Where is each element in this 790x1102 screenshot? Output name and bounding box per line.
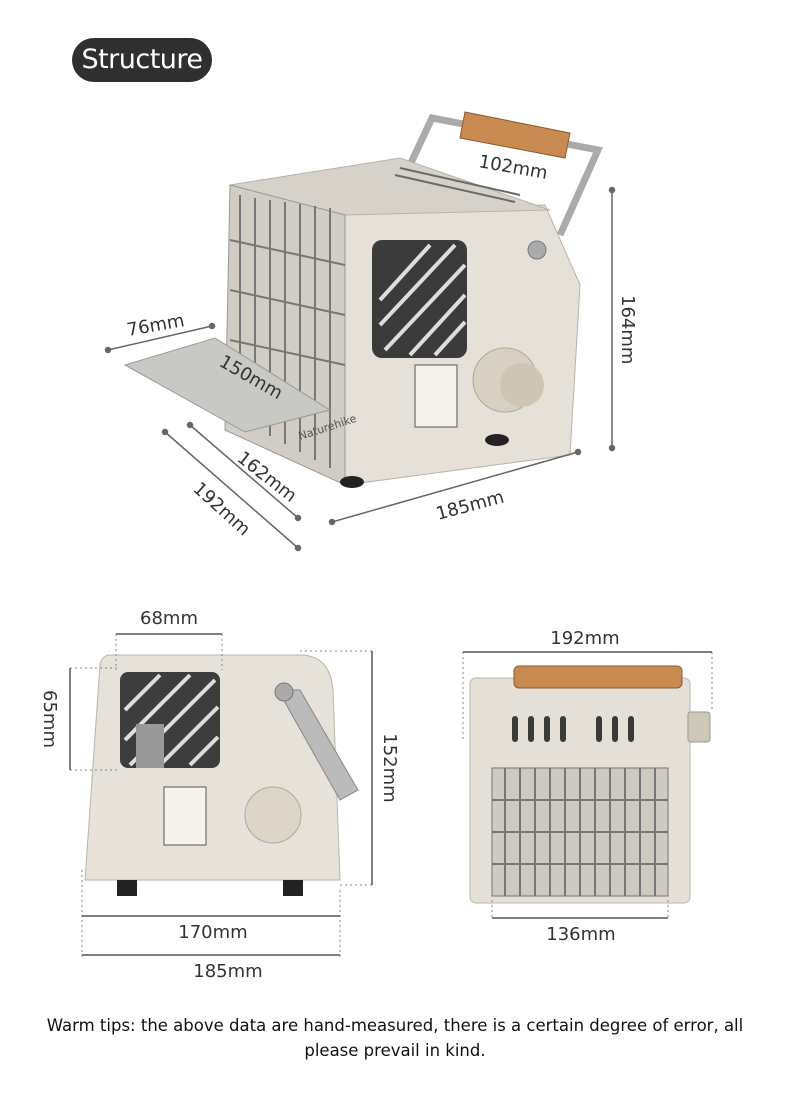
control-knob — [687, 711, 711, 743]
side-window — [372, 240, 467, 358]
foot — [283, 880, 303, 896]
foot — [340, 476, 364, 488]
dim-front-width: 192mm — [550, 628, 619, 649]
foot — [485, 434, 509, 446]
section-title-badge: Structure — [72, 38, 212, 82]
dim-height: 164mm — [617, 295, 638, 364]
side-window-slats — [378, 243, 467, 357]
dim-grill-width: 136mm — [546, 924, 615, 945]
side-dimension-lines — [69, 633, 373, 956]
vent-slots — [512, 716, 634, 742]
heater-front-view — [469, 665, 711, 904]
handle-pivot — [274, 682, 294, 702]
handle-pivot — [527, 240, 547, 260]
gas-canister — [136, 724, 164, 768]
wooden-handle — [459, 111, 571, 159]
dim-side-height: 152mm — [379, 733, 400, 802]
warm-tips-note: Warm tips: the above data are hand-measu… — [46, 1016, 744, 1060]
side-guide-lines — [70, 634, 372, 958]
heater-isometric-view: Naturehike — [123, 111, 603, 488]
control-knob-cap — [500, 363, 544, 407]
front-grille — [492, 768, 668, 896]
wooden-handle — [513, 665, 683, 689]
dim-length: 185mm — [434, 487, 507, 525]
foot — [117, 880, 137, 896]
dim-depth: 192mm — [189, 478, 255, 540]
front-guide-lines — [462, 652, 713, 920]
warning-label — [414, 364, 458, 428]
top-vents — [394, 167, 521, 203]
dim-handle-width: 102mm — [477, 151, 549, 184]
dim-side-length: 185mm — [193, 961, 262, 982]
control-knob — [244, 786, 302, 844]
front-dimension-lines — [463, 651, 712, 919]
dim-window-height: 65mm — [39, 690, 60, 748]
warning-label — [163, 786, 207, 846]
dim-base-width: 170mm — [178, 922, 247, 943]
heater-side-view — [84, 654, 359, 896]
dim-shelf-depth: 76mm — [125, 310, 186, 341]
top-dimension-lines — [104, 186, 616, 552]
dim-window-width: 68mm — [140, 608, 198, 629]
front-shelf — [123, 337, 332, 433]
